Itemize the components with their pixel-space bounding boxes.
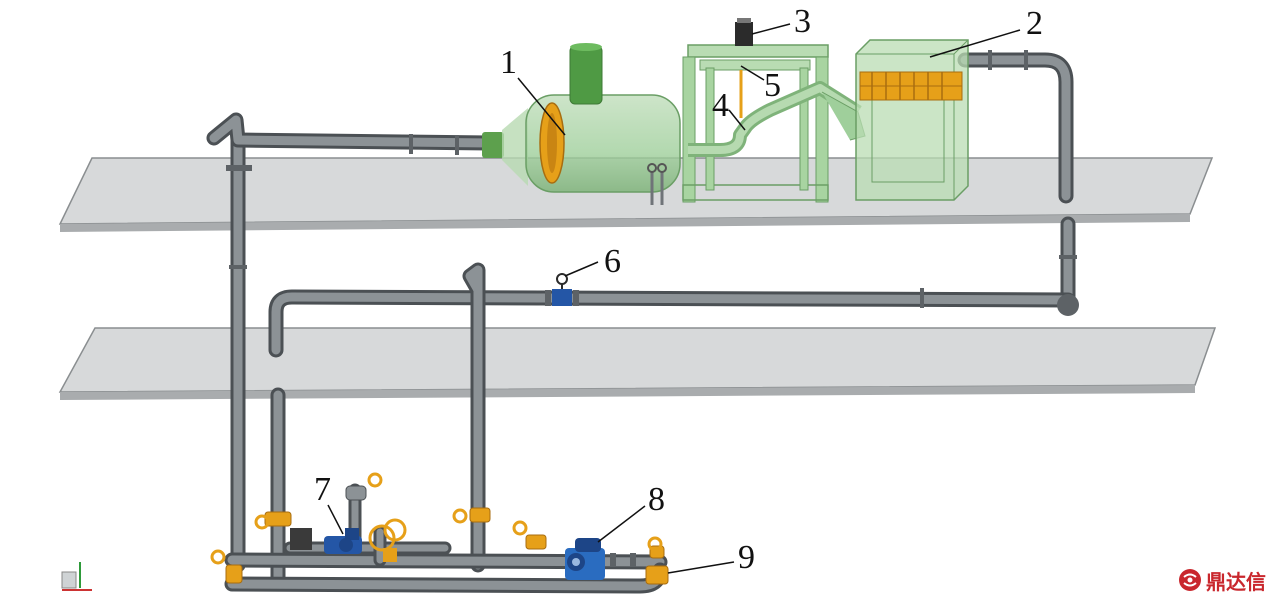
label-5: 5 (764, 67, 781, 104)
label-6: 6 (604, 243, 621, 280)
label-9: 9 (738, 539, 755, 576)
axis-triad-icon (61, 562, 92, 591)
label-3: 3 (794, 3, 811, 40)
box-2 (855, 39, 969, 201)
tank-1 (482, 43, 681, 205)
label-2: 2 (1026, 5, 1043, 42)
label-1: 1 (500, 44, 517, 81)
frame-structure (682, 18, 866, 203)
leader-lines (327, 23, 1021, 574)
valves (210, 472, 669, 585)
callout-labels: 1 2 3 4 5 6 7 8 9 (314, 3, 1043, 576)
elbow-joint (1057, 294, 1079, 316)
pipe-flanges (226, 50, 1077, 308)
label-7: 7 (314, 471, 331, 508)
watermark: 鼎达信 (1178, 566, 1266, 594)
pump-7 (290, 485, 407, 562)
pump-8 (565, 538, 636, 580)
label-8: 8 (648, 481, 665, 518)
lower-platform (58, 327, 1217, 400)
flow-meter-6 (545, 273, 579, 306)
pipe-network (206, 52, 1076, 594)
watermark-text: 鼎达信 (1206, 569, 1266, 594)
brand-seal-logo (1179, 569, 1201, 591)
label-4: 4 (712, 87, 729, 124)
